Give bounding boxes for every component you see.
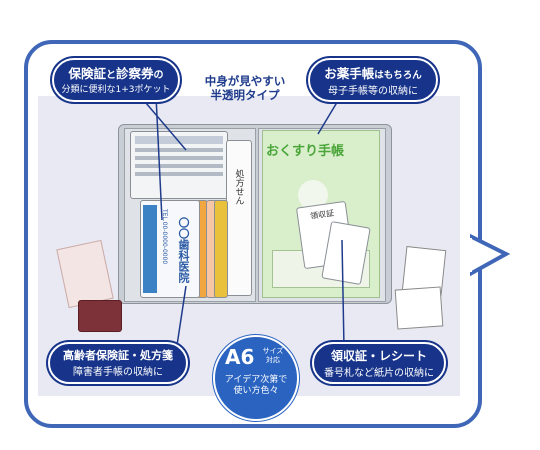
a6-size-label: A6 xyxy=(225,345,255,369)
a6-size-small: サイズ対応 xyxy=(262,347,284,364)
prescription-paper: 処方せん xyxy=(226,140,252,296)
callout-receipt: 領収証・レシート 番号札など紙片の収納に xyxy=(312,342,446,384)
prescription-label: 処方せん xyxy=(233,169,244,205)
callout-medicine-title-a: お薬手帳 xyxy=(324,66,375,81)
callout-receipt-title: 領収証・レシート xyxy=(330,349,427,363)
disability-handbook xyxy=(78,300,122,332)
a6-badge-line2: 使い方色々 xyxy=(233,386,279,396)
callout-insurance: 保険証と診察券の 分類に便利な1+3ポケット xyxy=(52,58,180,102)
callout-insurance-title-a: 保険証 xyxy=(68,66,106,81)
insurance-card xyxy=(130,131,228,199)
callout-medicine-title-b: はもちろん xyxy=(374,70,422,81)
callout-elderly-insurance: 高齢者保険証・処方箋 障害者手帳の収納に xyxy=(48,342,188,384)
dental-card-tel: TEL.00-0000-0000 xyxy=(161,209,168,265)
medicine-notebook-title: おくすり手帳 xyxy=(266,144,345,159)
callout-medicine-notebook: お薬手帳はもちろん 母子手帳等の収納に xyxy=(308,58,438,102)
callout-elderly-subtitle: 障害者手帳の収納に xyxy=(73,367,163,378)
callout-insurance-subtitle: 分類に便利な1+3ポケット xyxy=(61,85,171,95)
a6-badge-line1: アイデア次第で xyxy=(224,375,288,385)
speech-bubble-tail xyxy=(470,233,510,277)
callout-medicine-subtitle: 母子手帳等の収納に xyxy=(328,86,418,97)
a6-size-badge: A6 サイズ対応 アイデア次第で 使い方色々 xyxy=(213,335,299,421)
callout-insurance-title-b: と xyxy=(106,70,116,81)
callout-elderly-title: 高齢者保険証・処方箋 xyxy=(63,349,173,362)
callout-insurance-title-c: 診察券 xyxy=(116,66,154,81)
callout-translucent-line2: 半透明タイプ xyxy=(210,88,280,102)
dental-card-name: 〇〇歯科医院 xyxy=(177,217,190,283)
callout-translucent-line1: 中身が見やすい xyxy=(204,74,286,88)
dental-card: 〇〇歯科医院 TEL.00-0000-0000 xyxy=(140,200,200,298)
callout-receipt-subtitle: 番号札など紙片の収納に xyxy=(324,368,434,379)
callout-translucent: 中身が見やすい 半透明タイプ xyxy=(200,74,290,102)
yellow-card xyxy=(214,200,228,298)
callout-insurance-title-d: の xyxy=(153,70,164,81)
